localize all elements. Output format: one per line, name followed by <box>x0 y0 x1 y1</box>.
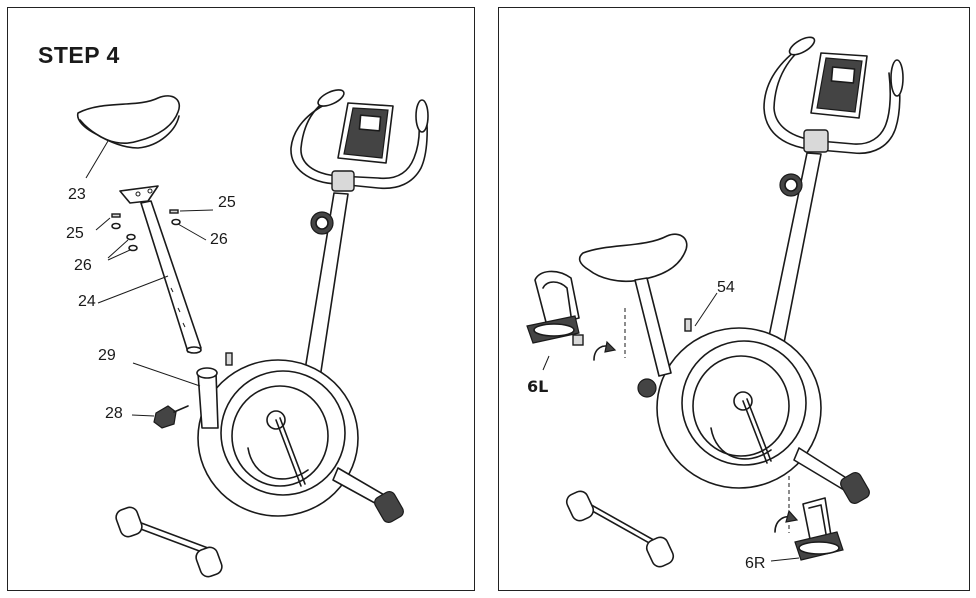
leader-6L <box>542 355 550 371</box>
leader-28 <box>131 414 155 417</box>
label-6L: 6L <box>527 377 548 396</box>
bike-assembled <box>565 36 904 568</box>
label-25-right: 25 <box>218 194 236 211</box>
step4-result-panel: 54 6L 6R <box>498 7 970 591</box>
step-title: STEP 4 <box>38 42 120 68</box>
pedal-left-part <box>526 270 584 346</box>
label-24: 24 <box>78 293 96 310</box>
pedal-right-part <box>788 476 844 561</box>
label-6R: 6R <box>745 555 765 572</box>
label-26-left: 26 <box>74 257 92 274</box>
step4-diagram: 23 24 25 26 25 26 <box>66 89 429 578</box>
leader-26-left-a <box>107 239 129 259</box>
step4-panel: STEP 4 23 24 <box>7 7 475 591</box>
bike-frame <box>115 89 429 578</box>
label-54: 54 <box>717 279 735 296</box>
label-26-right: 26 <box>210 231 228 248</box>
bolts-washers <box>111 209 181 252</box>
seat-part <box>76 95 180 149</box>
rotate-arrow-left-head <box>604 340 617 353</box>
step4-result-diagram: 54 6L 6R <box>526 36 904 572</box>
leader-24 <box>97 275 169 304</box>
label-25-left: 25 <box>66 225 84 242</box>
leader-25-left <box>95 217 111 231</box>
leader-26-left-b <box>107 249 131 261</box>
leader-54 <box>694 292 718 327</box>
leader-25-right <box>179 209 214 212</box>
label-29: 29 <box>98 347 116 364</box>
leader-29 <box>132 362 201 387</box>
label-23: 23 <box>68 186 86 203</box>
seat-post-part <box>119 185 202 354</box>
knob-part <box>153 405 189 429</box>
leader-23 <box>85 140 109 179</box>
rotate-arrow-right-head <box>785 509 799 523</box>
label-28: 28 <box>105 405 123 422</box>
leader-6R <box>770 557 800 562</box>
leader-26-right <box>177 223 207 241</box>
